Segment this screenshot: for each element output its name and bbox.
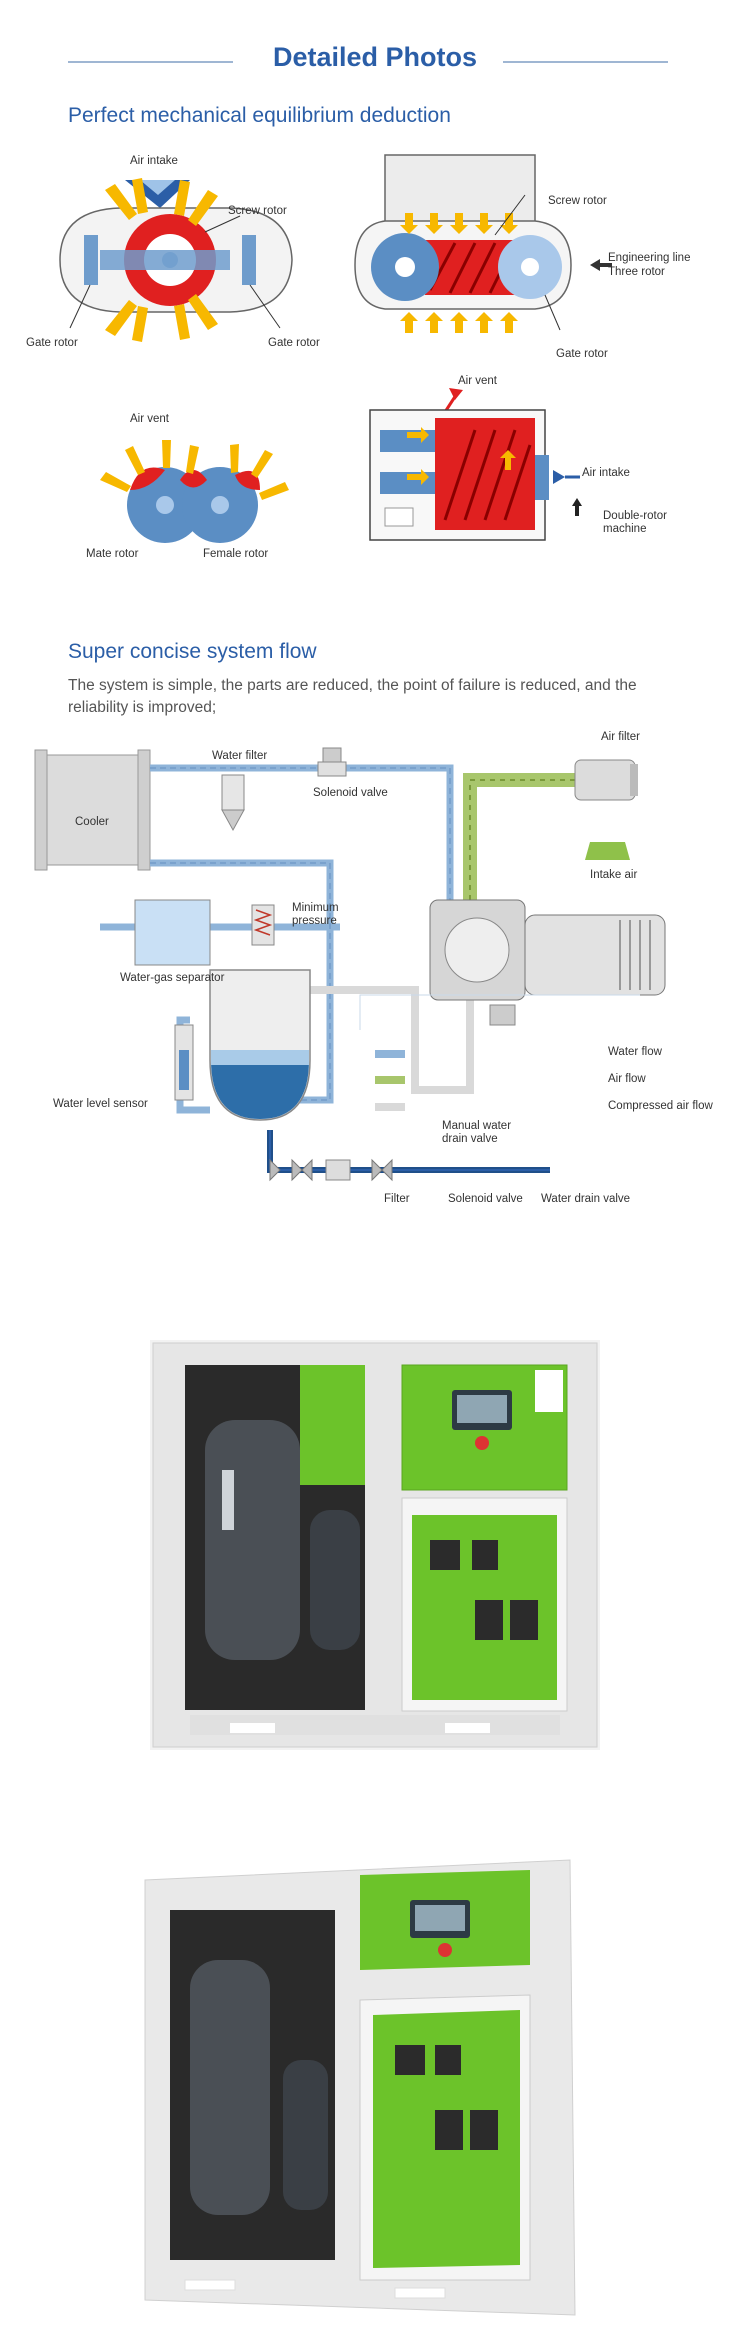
twin-screw-diagram — [59, 178, 293, 342]
section2-title: Super concise system flow — [68, 640, 317, 663]
machine-photo-angled — [135, 1840, 605, 2320]
label-air-vent: Air vent — [458, 375, 497, 387]
twin-rotor-diagram — [100, 440, 289, 543]
header-line-left — [68, 61, 233, 63]
label-intake-air: Intake air — [590, 869, 638, 881]
label-three-rotor: Three rotor — [608, 266, 665, 278]
system-flow-diagram — [34, 747, 666, 1182]
double-rotor-diagram — [369, 388, 582, 541]
legend-water-flow: Water flow — [608, 1046, 662, 1058]
label-cooler: Cooler — [75, 816, 109, 828]
label-water-drain-valve: Water drain valve — [541, 1193, 631, 1205]
label-water-filter: Water filter — [212, 750, 268, 762]
label-air-filter: Air filter — [601, 731, 640, 743]
label-minimum-pressure: Minimum pressure — [292, 902, 339, 927]
section1-title: Perfect mechanical equilibrium deduction — [68, 104, 451, 127]
label-air-vent: Air vent — [130, 413, 169, 425]
label-engineering-line: Engineering line — [608, 252, 691, 264]
label-solenoid-valve: Solenoid valve — [448, 1193, 523, 1205]
label-manual-drain-valve: Manual water drain valve — [442, 1120, 512, 1145]
label-air-intake: Air intake — [582, 467, 630, 479]
label-screw-rotor: Screw rotor — [548, 195, 607, 207]
section2-description: The system is simple, the parts are redu… — [68, 677, 637, 716]
label-water-gas-separator: Water-gas separator — [120, 972, 225, 984]
label-double-rotor: Double-rotor machine — [603, 510, 667, 535]
page-title: Detailed Photos — [272, 42, 478, 72]
section-header: Detailed Photos — [0, 42, 750, 82]
label-solenoid-valve: Solenoid valve — [313, 787, 388, 799]
header-line-right — [503, 61, 668, 63]
label-air-intake: Air intake — [130, 155, 178, 167]
label-mate-rotor: Mate rotor — [86, 548, 139, 560]
label-water-level-sensor: Water level sensor — [53, 1098, 148, 1110]
label-filter: Filter — [384, 1193, 410, 1205]
label-screw-rotor: Screw rotor — [228, 205, 287, 217]
legend-air-flow: Air flow — [608, 1073, 646, 1085]
label-gate-rotor: Gate rotor — [556, 348, 608, 360]
label-female-rotor: Female rotor — [203, 548, 269, 560]
three-rotor-diagram — [354, 154, 612, 333]
label-gate-rotor: Gate rotor — [26, 337, 78, 349]
legend-compressed-air-flow: Compressed air flow — [608, 1100, 713, 1112]
machine-photo-front — [150, 1340, 600, 1750]
label-gate-rotor: Gate rotor — [268, 337, 320, 349]
